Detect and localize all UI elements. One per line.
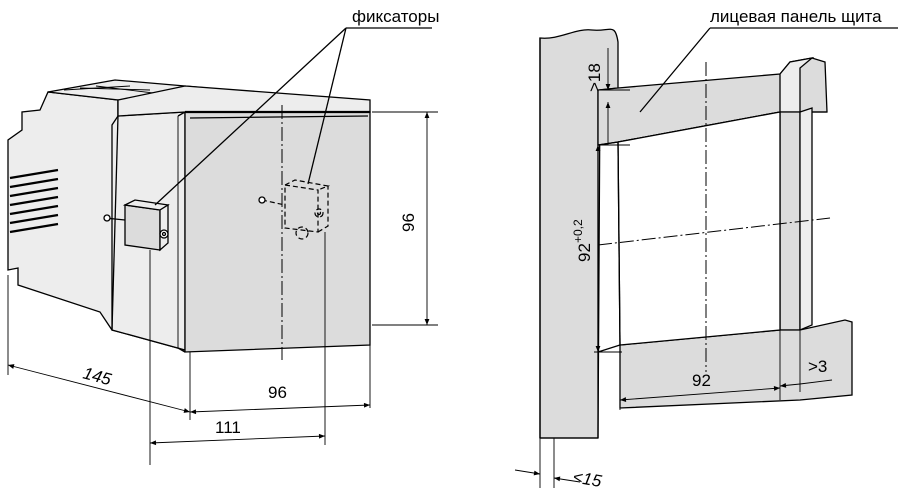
fixator-left <box>103 199 170 252</box>
dim-111: 111 <box>149 232 326 465</box>
dim-cut-width: 92 <box>619 330 781 410</box>
dim-width-text: 96 <box>268 383 287 402</box>
fixator-right <box>258 179 331 240</box>
front-bezel <box>184 111 371 353</box>
dim-max-15: <15 <box>514 438 604 491</box>
dim-min-18: >18 <box>585 48 630 146</box>
dim-cut-width-text: 92 <box>692 371 711 390</box>
panel-label: лицевая панель щита <box>710 7 882 26</box>
dim-min-18-text: >18 <box>585 63 604 92</box>
dim-height-text: 96 <box>399 213 418 232</box>
fixators-label: фиксаторы <box>352 7 439 26</box>
dim-height-96: 96 <box>372 111 438 326</box>
dim-max-15-text: <15 <box>571 467 603 491</box>
dim-min-3: >3 <box>779 330 833 392</box>
device-housing <box>7 79 371 360</box>
dim-111-text: 111 <box>215 418 241 437</box>
fixators-callout: фиксаторы <box>154 7 439 206</box>
dim-width-96: 96 <box>189 345 371 420</box>
dim-cut-height-tolerance: +0,2 <box>571 219 585 243</box>
dim-min-3-text: >3 <box>808 357 827 376</box>
dim-145: 145 <box>7 275 191 413</box>
dim-cut-height-text: 92 <box>575 243 594 262</box>
panel-callout: лицевая панель щита <box>639 7 898 113</box>
vent-slots <box>9 168 59 234</box>
dim-cut-height: 92 +0,2 <box>571 145 622 353</box>
